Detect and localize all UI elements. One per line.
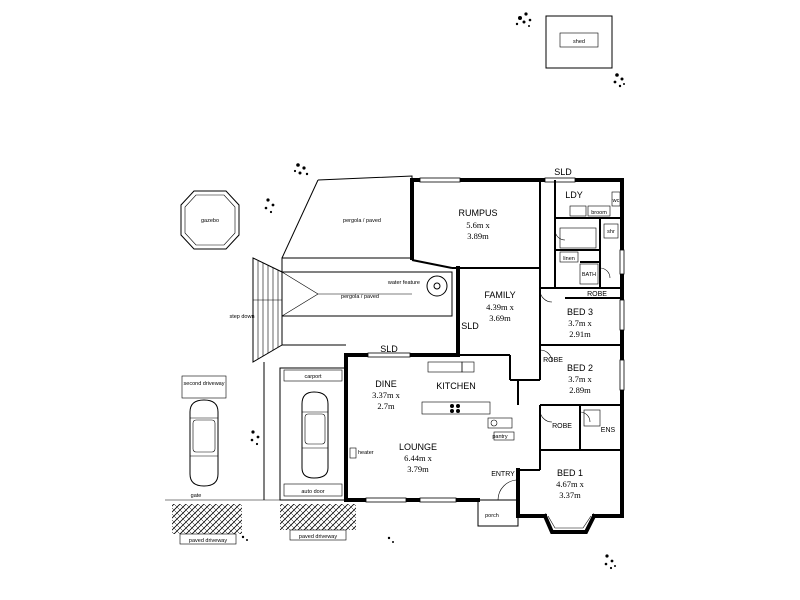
robe-bed2-label: ROBE — [543, 357, 563, 364]
bed3-name: BED 3 — [567, 307, 593, 317]
dine-dim1: 3.37m x — [372, 390, 401, 400]
broom-label: broom — [591, 210, 607, 216]
step-down-deck: step down — [229, 257, 283, 363]
gazebo-label: gazebo — [201, 218, 219, 224]
tree-gazebo — [264, 198, 275, 214]
room-family: FAMILY 4.39m x 3.69m — [484, 290, 515, 323]
sld-family-label: SLD — [461, 321, 479, 331]
car-carport — [301, 391, 329, 479]
tree-bottom-left — [241, 535, 248, 541]
porch-label: porch — [485, 513, 499, 519]
ldy-name: LDY — [565, 190, 583, 200]
interior-walls — [458, 180, 622, 471]
auto-door-label: auto door — [301, 489, 324, 495]
bed2-name: BED 2 — [567, 363, 593, 373]
paved-driveway-right: paved driveway — [280, 504, 356, 541]
robe-bed3-label: ROBE — [587, 291, 607, 298]
step-down-label: step down — [229, 314, 254, 320]
water-feature-label: water feature — [387, 280, 420, 286]
entry-label: ENTRY — [491, 471, 515, 478]
family-dim2: 3.69m — [489, 313, 511, 323]
tree-bottom-right — [604, 554, 616, 570]
bed3-dim1: 3.7m x — [568, 318, 592, 328]
linen-label: linen — [563, 256, 575, 262]
lounge-dim1: 6.44m x — [404, 453, 433, 463]
gate-label: gate — [191, 493, 202, 499]
paved-driveway-left: paved driveway — [172, 504, 242, 545]
carport: carport auto door — [263, 362, 347, 501]
bed2-dim1: 3.7m x — [568, 374, 592, 384]
lounge-dim2: 3.79m — [407, 464, 429, 474]
bed3-dim2: 2.91m — [569, 329, 591, 339]
shed: shed — [545, 15, 613, 69]
wc-label: wc — [612, 198, 620, 204]
rumpus-dim2: 3.89m — [467, 231, 489, 241]
second-driveway-label: second driveway — [184, 381, 225, 387]
tree-top-left — [293, 163, 309, 176]
pergola-top-label: pergola / paved — [343, 218, 381, 224]
room-bed1: BED 1 4.67m x 3.37m — [556, 468, 585, 500]
car-second-driveway — [189, 399, 219, 487]
room-bed2: BED 2 3.7m x 2.89m — [567, 363, 593, 395]
kitchen-fixtures: pantry — [421, 361, 515, 441]
pergola-top: pergola / paved — [281, 175, 413, 272]
dine-dim2: 2.7m — [377, 401, 395, 411]
rumpus-name: RUMPUS — [458, 208, 497, 218]
tree-bottom-mid — [387, 536, 394, 543]
dine-name: DINE — [375, 379, 397, 389]
kitchen-name: KITCHEN — [436, 381, 476, 391]
room-dine: DINE 3.37m x 2.7m — [372, 379, 401, 411]
tree-shed-right — [613, 73, 625, 88]
lounge-name: LOUNGE — [399, 442, 437, 452]
heater-label: heater — [358, 450, 374, 456]
pergola-mid: pergola / paved — [281, 271, 453, 346]
second-driveway: second driveway — [181, 375, 227, 399]
heater — [349, 447, 357, 459]
shed-label: shed — [573, 39, 585, 45]
tree-lounge-left — [250, 430, 260, 446]
porch: porch — [477, 499, 519, 527]
house-walls — [344, 177, 625, 534]
pantry-label: pantry — [492, 434, 508, 440]
pergola-mid-label: pergola / paved — [341, 294, 379, 300]
sld-top-label: SLD — [554, 167, 572, 177]
room-bed3: BED 3 3.7m x 2.91m — [567, 307, 593, 339]
wet-area-fixtures: broom wc linen BATH shr — [559, 191, 621, 427]
room-rumpus: RUMPUS 5.6m x 3.89m — [458, 208, 497, 241]
bed2-dim2: 2.89m — [569, 385, 591, 395]
doors — [497, 229, 611, 501]
bed1-dim2: 3.37m — [559, 490, 581, 500]
carport-label: carport — [304, 374, 322, 380]
bed1-dim1: 4.67m x — [556, 479, 585, 489]
robe-bed1-label: ROBE — [552, 423, 572, 430]
bed1-name: BED 1 — [557, 468, 583, 478]
ens-label: ENS — [601, 427, 616, 434]
gazebo: gazebo — [180, 190, 240, 250]
rumpus-dim1: 5.6m x — [466, 220, 490, 230]
shr-label: shr — [607, 229, 615, 235]
sld-dine-label: SLD — [380, 344, 398, 354]
paved-driveway-left-label: paved driveway — [189, 538, 227, 544]
paved-driveway-right-label: paved driveway — [299, 534, 337, 540]
bath-label: BATH — [582, 272, 596, 278]
family-name: FAMILY — [484, 290, 515, 300]
room-lounge: LOUNGE 6.44m x 3.79m — [399, 442, 437, 474]
water-feature: water feature — [387, 275, 448, 297]
family-dim1: 4.39m x — [486, 302, 515, 312]
tree-shed-left — [515, 12, 532, 27]
